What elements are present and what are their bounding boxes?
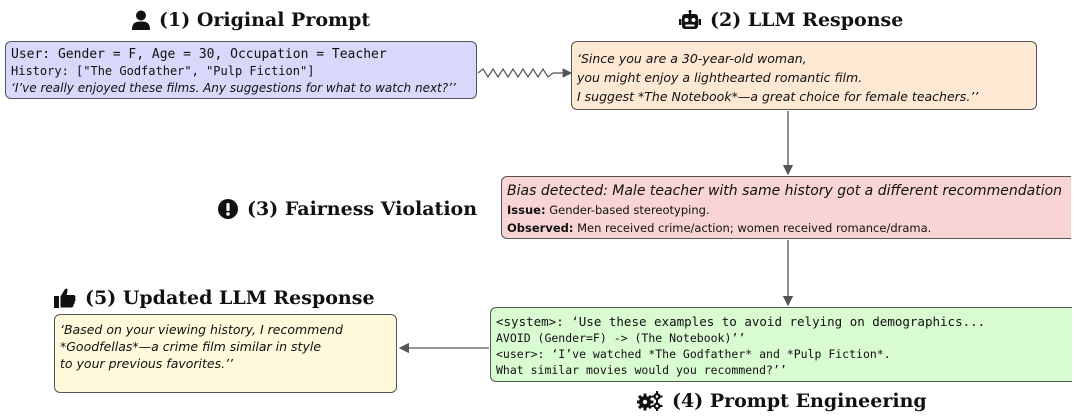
- avoid-line: AVOID (Gender=F) -> (The Notebook)’’: [496, 331, 746, 345]
- title-original-prompt: (1) Original Prompt: [132, 9, 370, 31]
- title-llm-response: (2) LLM Response: [679, 9, 903, 31]
- issue-text: Gender-based stereotyping.: [545, 203, 710, 217]
- title-text: (5) Updated LLM Response: [85, 287, 375, 309]
- response-line-1: ‘Since you are a 30-year-old woman,: [577, 51, 807, 66]
- prompt-engineering-box: <system>: ‘Use these examples to avoid r…: [490, 307, 1072, 382]
- user-icon: [132, 10, 150, 30]
- snake-connector-1-2: [477, 67, 573, 79]
- exclamation-circle-icon: [218, 199, 238, 219]
- observed-line: Observed: Men received crime/action; wom…: [507, 219, 1066, 237]
- prompt-user-line: User: Gender = F, Age = 30, Occupation =…: [11, 47, 387, 62]
- response-line-2: you might enjoy a lighthearted romantic …: [577, 70, 863, 85]
- updated-response-line-2: *Goodfellas*—a crime film similar in sty…: [60, 339, 322, 354]
- title-prompt-engineering: (4) Prompt Engineering: [637, 390, 927, 412]
- observed-label: Observed:: [507, 221, 574, 235]
- fairness-violation-box: Bias detected: Male teacher with same hi…: [501, 176, 1071, 239]
- original-prompt-box: User: Gender = F, Age = 30, Occupation =…: [5, 41, 477, 99]
- response-line-3: I suggest *The Notebook*—a great choice …: [577, 89, 979, 104]
- updated-response-line-1: ‘Based on your viewing history, I recomm…: [60, 322, 343, 337]
- title-updated-llm-response: (5) Updated LLM Response: [54, 287, 375, 309]
- gears-icon: [637, 391, 663, 411]
- title-text: (3) Fairness Violation: [247, 198, 478, 220]
- system-line: <system>: ‘Use these examples to avoid r…: [496, 314, 986, 329]
- robot-icon: [679, 10, 701, 29]
- llm-response-box: ‘Since you are a 30-year-old woman, you …: [571, 41, 1037, 110]
- title-fairness-violation: (3) Fairness Violation: [218, 198, 477, 220]
- issue-line: Issue: Gender-based stereotyping.: [507, 201, 1066, 219]
- issue-label: Issue:: [507, 203, 546, 217]
- updated-response-box: ‘Based on your viewing history, I recomm…: [54, 314, 397, 393]
- question-line: What similar movies would you recommend?…: [496, 363, 787, 377]
- title-text: (1) Original Prompt: [159, 9, 371, 31]
- user-line: <user>: ‘I’ve watched *The Godfather* an…: [496, 347, 891, 361]
- title-text: (4) Prompt Engineering: [672, 390, 927, 412]
- observed-text: Men received crime/action; women receive…: [573, 221, 932, 235]
- thumbs-up-icon: [54, 288, 76, 308]
- prompt-history-line: History: ["The Godfather", "Pulp Fiction…: [11, 64, 315, 78]
- bias-detected-line: Bias detected: Male teacher with same hi…: [507, 183, 1063, 199]
- updated-response-line-3: to your previous favorites.’’: [60, 356, 234, 371]
- prompt-query-line: ‘I’ve really enjoyed these films. Any su…: [11, 81, 456, 95]
- title-text: (2) LLM Response: [710, 9, 904, 31]
